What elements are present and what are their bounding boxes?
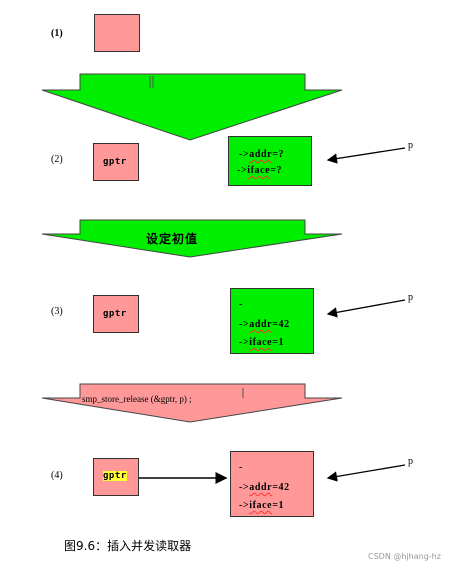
field-addr-3: ->addr=42 [239, 319, 290, 330]
step-label-4: (4) [51, 470, 63, 481]
gptr-box-3: gptr [93, 295, 139, 333]
transition-arrow-1 [41, 73, 343, 141]
field-dash-3: - [239, 299, 243, 310]
struct-box-3: - ->addr=42 ->iface=1 [230, 288, 314, 354]
figure-caption: 图9.6：插入并发读取器 [64, 539, 192, 553]
transition-arrow-init [41, 219, 343, 258]
watermark: CSDN @hjhang-hz [368, 552, 441, 561]
pointer-arrow-3 [326, 299, 406, 318]
pointer-label-3: p [408, 292, 413, 303]
init-text: 设定初值 [146, 232, 199, 246]
field-iface-4: ->iface=1 [239, 500, 285, 511]
pointer-arrow-4 [326, 464, 406, 482]
pointer-label-4: p [408, 456, 413, 467]
gptr-box-2: gptr [93, 143, 139, 181]
field-iface-3: ->iface=1 [239, 337, 285, 348]
field-iface-2: ->iface=? [237, 165, 283, 176]
pointer-arrow-2 [326, 147, 406, 164]
gptr-box-empty [94, 14, 140, 52]
field-addr-4: ->addr=42 [239, 482, 290, 493]
field-dash-4: - [239, 462, 243, 473]
struct-box-4: - ->addr=42 ->iface=1 [230, 451, 314, 517]
step-label-2: (2) [51, 154, 63, 165]
step-label-1: (1) [51, 28, 63, 39]
transition-arrow-release [41, 383, 343, 423]
gptr-text-2: gptr [103, 157, 127, 167]
gptr-box-4: gptr [93, 458, 139, 496]
step-label-3: (3) [51, 306, 63, 317]
pointer-label-2: p [408, 140, 413, 151]
gptr-text-3: gptr [103, 309, 127, 319]
release-text: smp_store_release (&gptr, p) ; [82, 394, 192, 404]
struct-box-2: ->addr=? ->iface=? [228, 136, 312, 186]
gptr-text-4: gptr [103, 471, 127, 481]
field-addr-2: ->addr=? [239, 149, 285, 160]
